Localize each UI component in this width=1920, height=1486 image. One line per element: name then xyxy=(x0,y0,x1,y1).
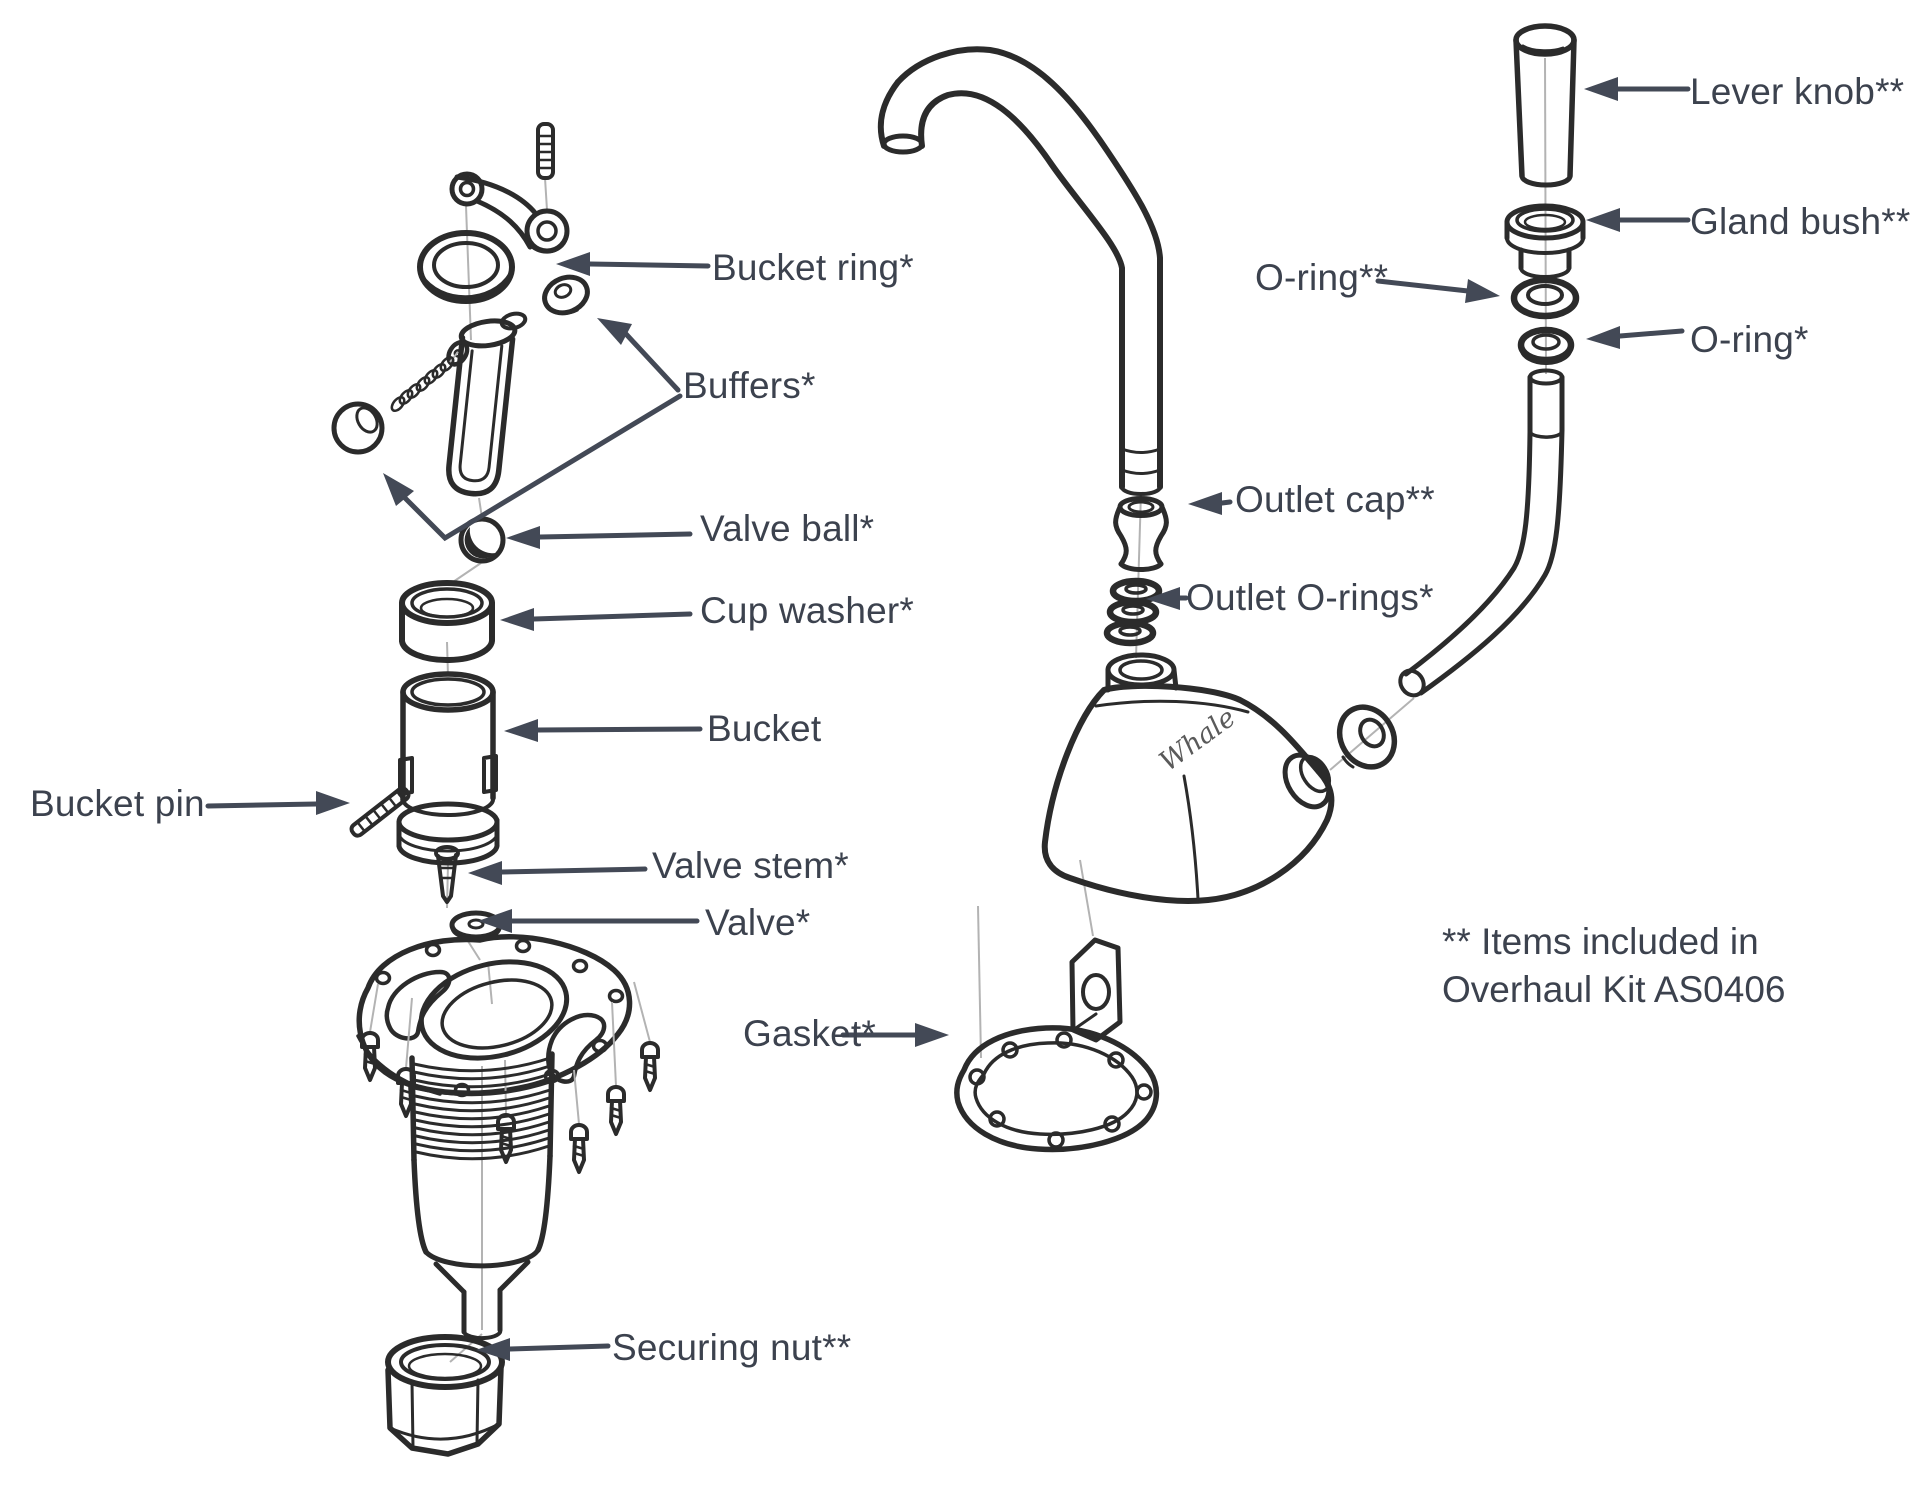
spout-part xyxy=(877,46,1163,496)
label-buffers: Buffers* xyxy=(683,365,816,406)
label-outlet-cap: Outlet cap** xyxy=(1235,479,1435,520)
valve-ball-part xyxy=(458,516,506,564)
buffer-knob-part xyxy=(331,401,385,455)
label-gland-bush: Gland bush** xyxy=(1690,201,1911,242)
arrow-oring-left xyxy=(1375,278,1500,303)
clamp-screw xyxy=(536,122,555,180)
label-bucket-pin: Bucket pin xyxy=(30,783,205,824)
label-outlet-orings: Outlet O-rings* xyxy=(1186,577,1434,618)
whale-logo: Whale xyxy=(1154,702,1242,778)
spring-screw xyxy=(390,351,459,413)
arrow-lever-knob xyxy=(1584,77,1691,101)
arrow-bucket-ring xyxy=(556,252,711,276)
label-lever-knob: Lever knob** xyxy=(1690,71,1905,112)
arrow-bucket-pin xyxy=(205,791,350,815)
arrow-valve xyxy=(478,909,700,933)
gland-bush-part xyxy=(1504,203,1586,279)
securing-nut-part xyxy=(385,1334,505,1457)
arrow-outlet-orings xyxy=(1146,587,1189,610)
outlet-cap-part xyxy=(1113,496,1169,573)
bucket-pin-part xyxy=(349,786,411,838)
label-valve-ball: Valve ball* xyxy=(700,508,875,549)
oring-lower-part xyxy=(1517,326,1575,365)
note-line-1: ** Items included in xyxy=(1442,921,1759,962)
arrow-buffers-lower xyxy=(383,393,683,542)
valve-stem-part xyxy=(434,845,460,904)
arrow-buffers-upper xyxy=(597,318,681,393)
lever-rod-part xyxy=(1398,368,1565,698)
bucket-part xyxy=(396,671,500,866)
centerlines xyxy=(446,57,1547,1363)
oring-upper-part xyxy=(1510,276,1580,320)
arrow-oring-right xyxy=(1586,326,1685,349)
buffer-top-part xyxy=(542,274,590,316)
leader-arrows xyxy=(205,77,1691,1361)
threaded-barrel-part xyxy=(409,1051,555,1341)
pivot-grommet-part xyxy=(1336,704,1398,770)
gasket-part xyxy=(954,1025,1160,1153)
arrow-cup-washer xyxy=(500,608,693,631)
flange-part xyxy=(356,934,633,1098)
label-oring-left: O-ring** xyxy=(1255,257,1389,298)
label-valve-stem: Valve stem* xyxy=(652,845,849,886)
pump-internals-assembly xyxy=(331,122,660,1457)
mounting-screws xyxy=(360,981,660,1174)
note-line-2: Overhaul Kit AS0406 xyxy=(1442,969,1786,1010)
plunger-part xyxy=(446,311,528,497)
label-bucket-ring: Bucket ring* xyxy=(712,247,914,288)
arrow-securing-nut xyxy=(476,1338,611,1361)
arrow-gland-bush xyxy=(1586,208,1691,232)
pump-body-part: Whale xyxy=(1041,652,1335,904)
lever-knob-part xyxy=(1513,23,1577,188)
label-bucket: Bucket xyxy=(707,708,822,749)
cup-washer-part xyxy=(399,580,496,663)
label-securing-nut: Securing nut** xyxy=(612,1327,852,1368)
label-oring-right: O-ring* xyxy=(1690,319,1809,360)
label-cup-washer: Cup washer* xyxy=(700,590,915,631)
arrow-valve-ball xyxy=(506,526,693,549)
spout-nut-part xyxy=(1069,937,1123,1043)
arrow-valve-stem xyxy=(468,861,648,885)
label-gasket: Gasket* xyxy=(743,1013,877,1054)
arrow-gasket xyxy=(840,1023,949,1047)
label-valve: Valve* xyxy=(705,902,811,943)
outlet-orings-part xyxy=(1103,577,1163,647)
arrow-outlet-cap xyxy=(1188,492,1233,515)
overhaul-kit-note: ** Items included in Overhaul Kit AS0406 xyxy=(1442,918,1786,1014)
arrow-bucket xyxy=(504,719,703,742)
bucket-ring-part xyxy=(417,230,515,304)
lever-parts-assembly xyxy=(1504,23,1586,365)
crank-arm xyxy=(449,171,570,254)
